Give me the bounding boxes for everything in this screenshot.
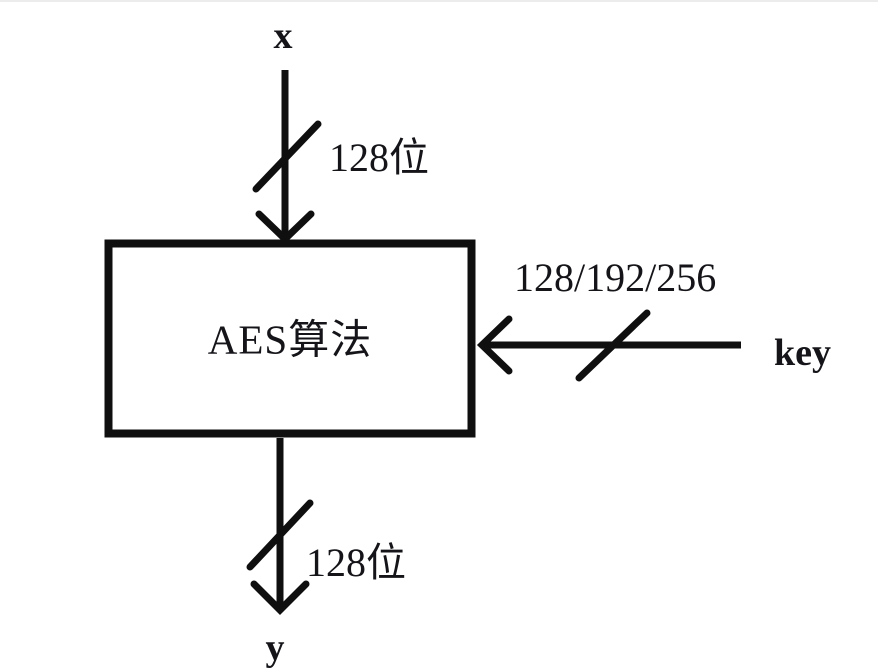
key-label: key [774, 332, 831, 374]
aes-box [104, 239, 476, 438]
input-arrowhead-icon [255, 210, 315, 244]
output-label: y [265, 627, 285, 669]
output-arrowhead-icon [250, 580, 310, 615]
input-bitwidth-slash [252, 120, 322, 193]
aes-box-label: AES算法 [207, 316, 373, 363]
key-bitwidth-label: 128/192/256 [514, 255, 717, 300]
key-bitwidth-slash [575, 309, 651, 382]
input-bitwidth-label: 128位 [329, 135, 429, 180]
input-label: x [273, 15, 293, 57]
output-bitwidth-slash [246, 499, 314, 571]
output-bitwidth-label: 128位 [306, 540, 406, 585]
key-arrowhead-icon [476, 315, 513, 375]
